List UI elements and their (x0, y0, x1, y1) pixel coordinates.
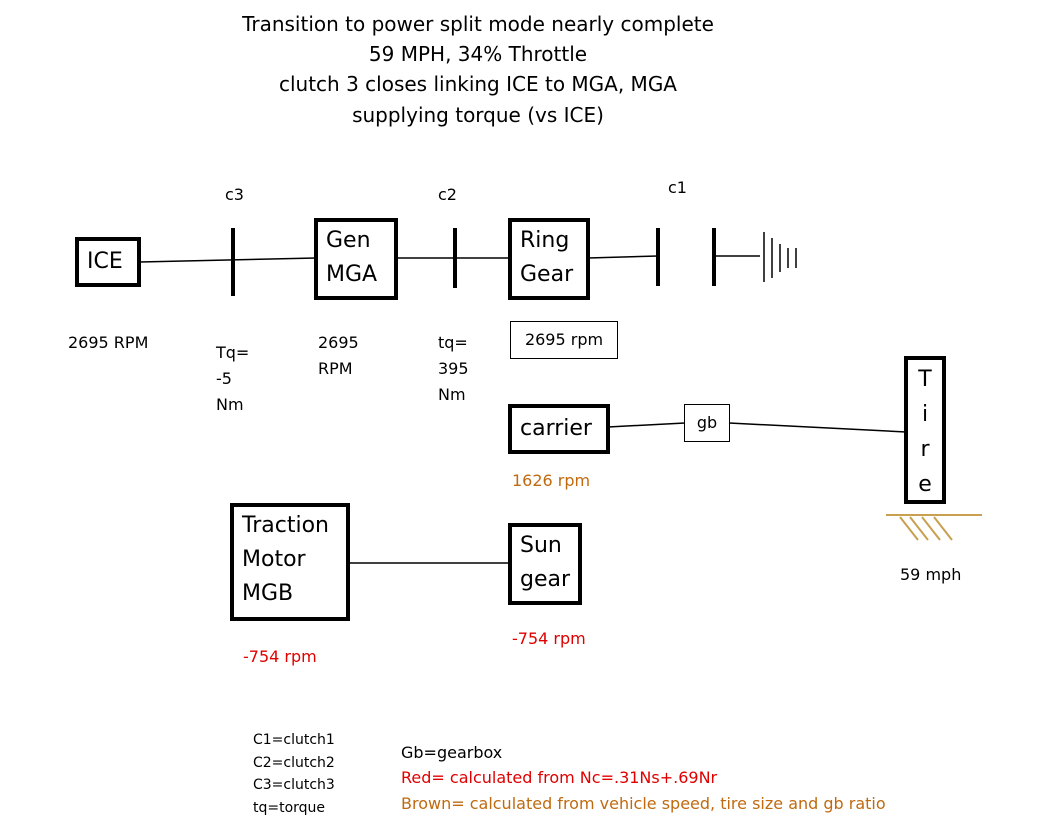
ice-rpm: 2695 RPM (68, 333, 149, 352)
gen-mga-label-2: MGA (326, 262, 378, 287)
gen-mga-box: Gen MGA (314, 218, 398, 300)
ice-box: ICE (75, 237, 141, 287)
traction-motor-label-2: Motor (242, 547, 306, 572)
ring-gear-label-2: Gear (520, 262, 574, 287)
carrier-rpm: 1626 rpm (512, 471, 591, 490)
ring-rpm-box: 2695 rpm (510, 321, 618, 359)
clutch-c1-label: c1 (668, 178, 687, 197)
c2-torque-unit: Nm (438, 385, 466, 404)
sun-gear-label-2: gear (520, 567, 571, 592)
clutch-c2-label: c2 (438, 185, 457, 204)
tire-letter-1: T (918, 367, 932, 392)
traction-motor-label-1: Traction (242, 513, 329, 538)
traction-motor-box: Traction Motor MGB (230, 503, 350, 621)
tire-letter-2: i (921, 402, 929, 427)
title-line-4: supplying torque (vs ICE) (352, 103, 604, 127)
legend-item: C3=clutch3 (253, 777, 335, 793)
shaft-gb-tire (728, 422, 907, 433)
ground-symbol-c1 (763, 232, 797, 282)
legend-item: C2=clutch2 (253, 754, 335, 771)
sun-gear-rpm: -754 rpm (512, 629, 586, 648)
carrier-label: carrier (520, 416, 592, 441)
mga-rpm-value: 2695 (318, 333, 359, 352)
tire-speed: 59 mph (900, 565, 962, 584)
c3-torque-label: Tq= (216, 343, 250, 362)
shaft-carrier-gb (607, 422, 686, 428)
c3-torque-value: -5 (216, 369, 232, 388)
title-line-3: clutch 3 closes linking ICE to MGA, MGA (278, 72, 677, 96)
legend-item: tq=torque (253, 799, 326, 816)
ring-gear-label-1: Ring (520, 228, 570, 253)
shaft-ring-c1 (587, 255, 659, 259)
title-line-2: 59 MPH, 34% Throttle (368, 42, 588, 66)
clutch-c3-label: c3 (225, 185, 244, 204)
c3-torque-unit: Nm (216, 395, 244, 414)
ice-label: ICE (87, 249, 123, 274)
tire-letter-4: e (918, 472, 932, 497)
legend-gearbox: Gb=gearbox (401, 743, 503, 762)
traction-motor-label-3: MGB (242, 581, 294, 606)
legend-red: Red= calculated from Nc=.31Ns+.69Nr (401, 768, 718, 787)
gen-mga-label-1: Gen (326, 228, 371, 253)
ring-gear-box: Ring Gear (508, 218, 590, 300)
gearbox-box: gb (684, 404, 730, 442)
carrier-box: carrier (508, 404, 610, 454)
legend-item: C1=clutch1 (253, 732, 335, 748)
legend-brown: Brown= calculated from vehicle speed, ti… (401, 794, 886, 813)
sun-gear-box: Sun gear (508, 523, 582, 605)
c2-torque-label: tq= (438, 333, 468, 352)
tire-letter-3: r (920, 437, 930, 462)
road-surface (886, 514, 982, 541)
tire-box: T i r e (904, 356, 946, 504)
shaft-ice-mga (139, 257, 317, 263)
title-line-1: Transition to power split mode nearly co… (242, 12, 714, 36)
sun-gear-label-1: Sun (520, 533, 562, 558)
clutch-legend: C1=clutch1 C2=clutch2 C3=clutch3 tq=torq… (253, 729, 335, 819)
mga-rpm-unit: RPM (318, 359, 353, 378)
mgb-rpm: -754 rpm (243, 647, 317, 666)
c2-torque-value: 395 (438, 359, 469, 378)
